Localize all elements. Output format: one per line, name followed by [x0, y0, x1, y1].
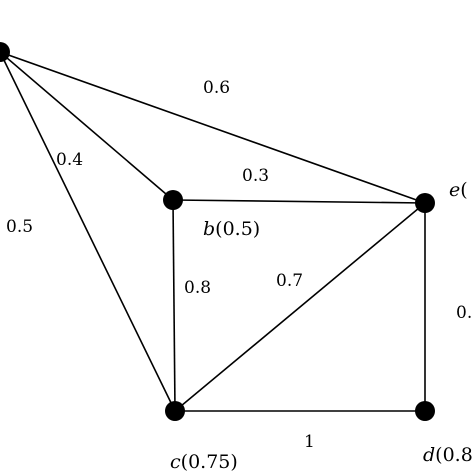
edge-label-e-d: 0.: [456, 303, 472, 323]
node-label-b-value: (0.5): [215, 218, 260, 240]
edge-c-e: [174, 202, 426, 412]
edge-label-a-e: 0.6: [203, 78, 230, 98]
edge-label-b-e: 0.3: [242, 166, 269, 186]
edge-b-e: [172, 199, 426, 204]
node-label-c-name: c: [170, 451, 181, 473]
node-label-e-name: e: [449, 179, 460, 201]
node-c: [165, 401, 185, 421]
edge-label-a-c: 0.5: [6, 217, 33, 237]
node-label-d-value: (0.8: [435, 444, 473, 466]
node-label-e-value: (: [460, 179, 467, 201]
node-b: [163, 190, 183, 210]
edge-a-b: [0, 51, 174, 201]
edge-a-e: [0, 51, 426, 204]
node-label-d-name: d: [423, 444, 435, 466]
node-label-b: b(0.5): [203, 218, 260, 240]
edge-label-c-d: 1: [304, 432, 315, 452]
node-label-b-name: b: [203, 218, 215, 240]
node-label-c: c(0.75): [170, 451, 238, 473]
edge-label-c-e: 0.7: [276, 271, 303, 291]
edge-label-b-c: 0.8: [184, 278, 211, 298]
node-label-d: d(0.8: [423, 444, 473, 466]
node-label-e: e(: [449, 179, 468, 201]
node-label-c-value: (0.75): [181, 451, 238, 473]
node-e: [415, 193, 435, 213]
node-a: [0, 42, 10, 62]
node-d: [415, 401, 435, 421]
edge-b-c: [172, 199, 176, 412]
edge-a-c: [0, 51, 176, 412]
edge-label-a-b: 0.4: [56, 150, 83, 170]
